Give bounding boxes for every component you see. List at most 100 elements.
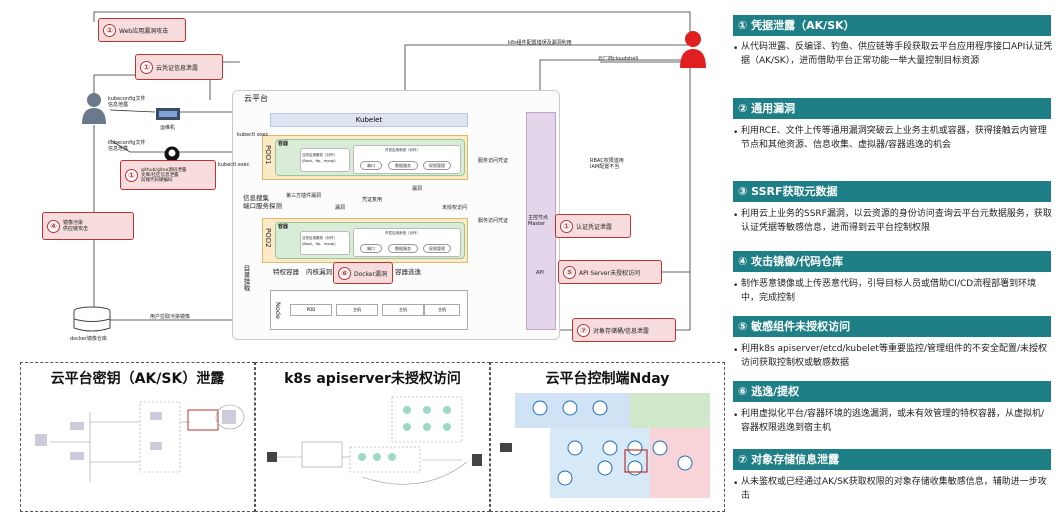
label-cred-reuse: 凭证复用 <box>362 197 383 203</box>
callout-number: ① <box>140 60 153 74</box>
panel-header-5: ⑤ 敏感组件未授权访问 <box>733 316 1051 337</box>
pod2-data-pill: 数据服务 <box>388 244 418 253</box>
kubelet-bar: Kubelet <box>270 113 468 127</box>
panel-header-1: ① 凭据泄露（AK/SK） <box>733 15 1051 36</box>
callout-object-storage: ⑦ 对象存储桶/信息泄露 <box>572 318 676 342</box>
panel-bullet-7: • <box>733 479 739 489</box>
callout-number: ④ <box>47 219 60 233</box>
callout-number: ⑥ <box>338 266 351 280</box>
panel-text-4: 制作恶意镜像或上传恶意代码，引导目标人员或借助CI/CD流程部署到环境中，完成控… <box>741 279 1037 303</box>
pod2-label: POD2 <box>264 228 272 248</box>
panel-header-3: ③ SSRF获取元数据 <box>733 181 1051 202</box>
label-jump: 运维机 <box>160 125 176 131</box>
bottom-box-k8s-title: k8s apiserver未授权访问 <box>284 371 461 387</box>
label-rbac: RBAC权限滥用 IAM配置不当 <box>590 158 624 170</box>
label-escape2: 容器逃逸 <box>395 268 421 276</box>
node-item-2: 主机 <box>382 304 424 316</box>
callout-text: 对象存储桶/信息泄露 <box>593 327 650 335</box>
server-icon <box>155 106 181 126</box>
callout-docker-vuln: ⑥ Docker漏洞 <box>333 262 393 284</box>
panel-header-6: ⑥ 逃逸/提权 <box>733 381 1051 402</box>
label-unauth: 未授权访问 <box>442 205 468 211</box>
panel-bullet-3: • <box>733 211 739 221</box>
callout-auth-cred: ① 认证凭证泄露 <box>555 214 631 238</box>
callout-number: ① <box>125 168 138 182</box>
label-kubeconfig1: kubeconfig文件 信息泄露 <box>108 96 146 108</box>
user-icon <box>80 92 108 128</box>
label-svc-cred1: 服务访问凭证 <box>478 158 509 164</box>
panel-bullet-2: • <box>733 128 739 138</box>
label-cloudshell: 云厂商cloudshell <box>598 56 639 62</box>
panel-text-3: 利用云上业务的SSRF漏洞，以云资源的身份访问查询云平台元数据服务，获取认证凭据… <box>741 209 1052 233</box>
label-kubectl-exec2: kubectl exec <box>218 162 250 168</box>
pod2-port-pill: 端口 <box>360 244 382 253</box>
pod1-svc-app-text: 业务应用服务（对外） (Bash、ftp、mysql) <box>302 153 337 163</box>
callout-text: Web应用漏洞攻击 <box>119 27 169 35</box>
pod2-container-label: 容器 <box>278 224 289 230</box>
callout-number: ② <box>103 23 116 37</box>
pod2-svc-app-text: 业务应用服务（对外） (Bash、ftp、mysql) <box>302 236 337 246</box>
label-kubectl-exec1: kubectl exec <box>237 132 269 138</box>
github-icon <box>164 146 180 166</box>
panel-text-6: 利用虚拟化平台/容器环境的逃逸漏洞，或未有效管理的特权容器，从虚拟机/容器权限逃… <box>741 409 1045 433</box>
label-svc-cred2: 服务访问凭证 <box>478 218 509 224</box>
label-priv-container: 特权容器 <box>273 268 299 276</box>
panel-text-2: 利用RCE、文件上传等通用漏洞突破云上业务主机或容器，获得接触云内管理节点和其他… <box>741 126 1047 150</box>
callout-text: 镜像污染 供应链攻击 <box>63 220 89 232</box>
pod1-dev-app-text: 开发应用系统（对外） <box>385 148 420 152</box>
pod2-svc-app <box>300 231 350 255</box>
pod1-perm-pill: 权限管理 <box>423 161 451 170</box>
nday-thumbnail-diagram <box>500 393 710 498</box>
label-dir-mount: 目录挂载 <box>242 265 250 291</box>
callout-image-pollution: ④ 镜像污染 供应链攻击 <box>42 212 134 240</box>
callout-text: API Server未授权访问 <box>579 269 641 277</box>
callout-text: 云凭证信息泄露 <box>156 64 199 72</box>
node-item-0: POD <box>290 304 332 316</box>
bottom-box-aksk <box>20 362 255 512</box>
master-label: 主控节点 Master <box>528 215 549 227</box>
pod1-label: POD1 <box>264 145 272 165</box>
attacker-icon <box>678 30 708 72</box>
panel-bullet-4: • <box>733 281 739 291</box>
api-label: API <box>536 270 544 276</box>
callout-number: ⑦ <box>577 323 590 337</box>
panel-text-1: 从代码泄露、反编译、钓鱼、供应链等手段获取云平台应用程序接口API认证凭据（AK… <box>741 42 1053 66</box>
aksk-thumbnail-diagram <box>35 401 245 482</box>
callout-web-vuln: ② Web应用漏洞攻击 <box>98 18 186 42</box>
panel-bullet-1: • <box>733 44 739 54</box>
panel-bullet-5: • <box>733 346 739 356</box>
callout-cred-leak: ① 云凭证信息泄露 <box>135 54 223 80</box>
label-info-leak: 信息搜集 端口服务探测 <box>243 194 282 210</box>
cloud-platform-label: 云平台 <box>244 94 268 103</box>
panel-text-5: 利用k8s apiserver/etcd/kubelet等重要监控/管理组件的不… <box>741 344 1048 368</box>
pod1-container-label: 容器 <box>278 141 289 147</box>
label-vuln: 漏洞 <box>412 186 423 192</box>
label-pull-image: 用户拉取污染镜像 <box>150 314 191 320</box>
docker-repo-icon <box>72 306 112 338</box>
callout-number: ⑤ <box>563 265 576 279</box>
panel-header-4: ④ 攻击镜像/代码仓库 <box>733 251 1051 272</box>
panel-text-7: 从未鉴权或已经通过AK/SK获取权限的对象存储收集敏感信息，辅助进一步攻击 <box>741 477 1047 501</box>
docker-repo-label: docker镜像仓库 <box>70 336 107 342</box>
label-kernel-vuln: 内核漏洞 <box>306 268 332 276</box>
pod1-svc-app <box>300 148 350 172</box>
callout-number: ① <box>560 219 573 233</box>
callout-text: 认证凭证泄露 <box>576 223 613 231</box>
node-item-1: 主机 <box>336 304 378 316</box>
label-k8s-config: k8s组件配置错误及漏洞利用 <box>508 40 572 46</box>
bottom-box-nday <box>490 362 725 512</box>
node-item-3: 主机 <box>424 304 460 316</box>
bottom-box-nday-title: 云平台控制端Nday <box>545 371 670 387</box>
panel-bullet-6: • <box>733 411 739 421</box>
bottom-box-k8s <box>255 362 490 512</box>
node-label: Node <box>274 302 282 319</box>
bottom-box-aksk-title: 云平台密钥（AK/SK）泄露 <box>50 371 225 387</box>
label-third-party: 第三方插件漏洞 <box>286 193 322 199</box>
callout-source-leak: ① github/gitee源码泄露 文库/社区信息泄露 前端代码硬编码 <box>120 160 216 190</box>
panel-header-7: ⑦ 对象存储信息泄露 <box>733 449 1051 470</box>
label-escape1: 漏洞 <box>335 205 346 211</box>
callout-text: github/gitee源码泄露 文库/社区信息泄露 前端代码硬编码 <box>141 167 187 183</box>
callout-text: Docker漏洞 <box>354 270 388 278</box>
pod2-dev-app-text: 开发应用系统（对外） <box>385 231 420 235</box>
panel-header-2: ② 通用漏洞 <box>733 98 1051 119</box>
